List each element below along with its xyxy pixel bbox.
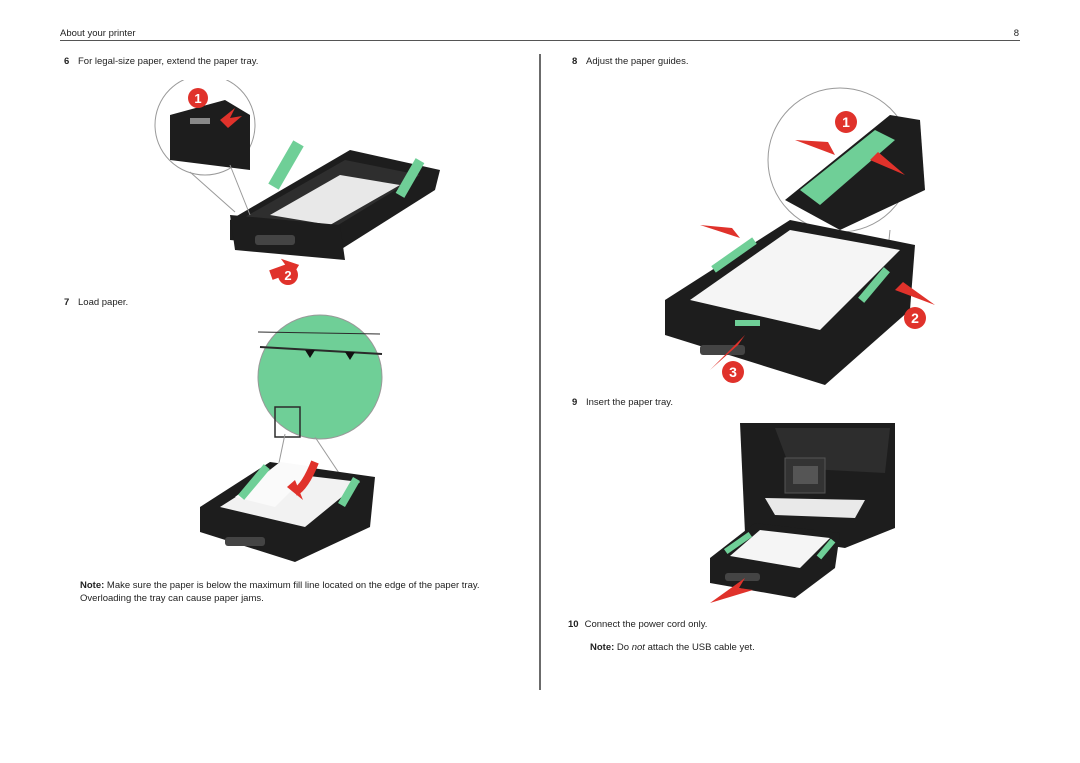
note-text: Make sure the paper is below the maximum…: [80, 580, 480, 604]
note-max-fill: Note: Make sure the paper is below the m…: [80, 579, 520, 605]
step-7: 7 Load paper.: [64, 297, 128, 308]
step-text: Load paper.: [78, 297, 129, 308]
header-rule: [60, 40, 1020, 41]
svg-text:3: 3: [729, 364, 737, 380]
svg-text:1: 1: [842, 114, 850, 130]
step-number: 8: [572, 56, 578, 67]
column-divider: [539, 54, 541, 690]
step-number: 6: [64, 56, 70, 67]
svg-text:2: 2: [911, 310, 919, 326]
step-number: 7: [64, 297, 70, 308]
step-text: Insert the paper tray.: [586, 397, 673, 408]
figure-adjust-guides: 1 2 3: [660, 80, 945, 390]
step-6: 6 For legal-size paper, extend the paper…: [64, 56, 258, 67]
step-text: For legal-size paper, extend the paper t…: [78, 56, 259, 67]
figure-insert-tray: [705, 418, 900, 608]
note-label: Note:: [590, 642, 615, 653]
step-number: 9: [572, 397, 578, 408]
running-header-title: About your printer: [60, 28, 136, 39]
step-number: 10: [568, 619, 579, 630]
note-emphasis: not: [631, 642, 645, 653]
svg-text:2: 2: [284, 268, 291, 283]
figure-extend-tray: 1 2: [150, 80, 450, 290]
step-text: Connect the power cord only.: [584, 619, 708, 630]
page-number: 8: [1013, 28, 1019, 39]
step-9: 9 Insert the paper tray.: [572, 397, 673, 408]
step-8: 8 Adjust the paper guides.: [572, 56, 688, 67]
figure-load-paper: [195, 312, 395, 572]
step-10: 10 Connect the power cord only.: [568, 619, 707, 630]
note-pre: Do: [614, 642, 632, 653]
svg-text:1: 1: [194, 91, 201, 106]
note-label: Note:: [80, 580, 105, 591]
note-post: attach the USB cable yet.: [644, 642, 755, 653]
step-text: Adjust the paper guides.: [586, 56, 689, 67]
note-usb: Note: Do not attach the USB cable yet.: [590, 641, 755, 654]
